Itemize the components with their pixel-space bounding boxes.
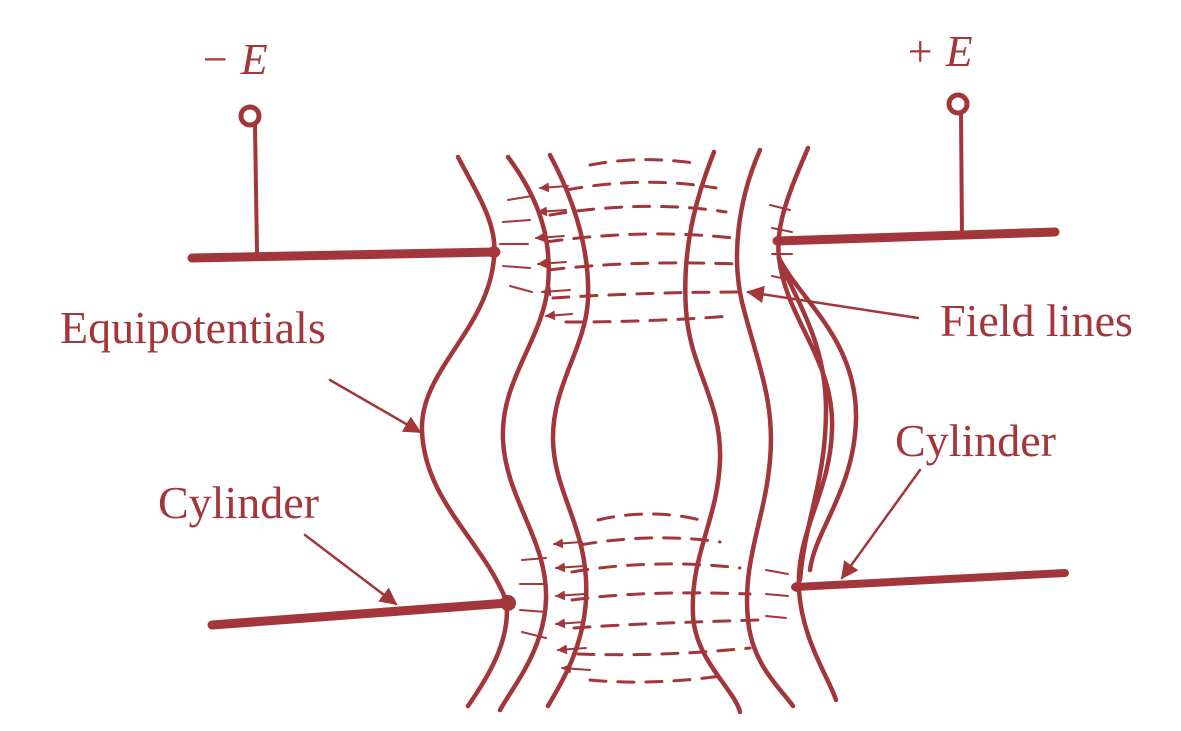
equipotential-line [497, 154, 551, 713]
terminal-lead-negative [253, 123, 259, 255]
equipotentials-pointer-arrow [328, 378, 422, 434]
field-arrows-upper [535, 182, 573, 321]
equipotential-line [776, 145, 839, 703]
equipotential-line [419, 154, 510, 709]
cylinder-lower-left [207, 598, 513, 630]
field-lines-label: Field lines [940, 295, 1133, 346]
equipotential-line [776, 255, 829, 583]
field-lines-pointer-arrow [746, 285, 920, 320]
terminal-negative-icon [238, 104, 262, 128]
equipotential-line [776, 255, 859, 573]
terminal-negative-label: − E [200, 35, 268, 84]
field-lines-lower [570, 512, 760, 684]
cylinder-right-pointer-arrow [840, 468, 922, 580]
field-line-tails [499, 195, 793, 293]
terminal-positive-icon [946, 92, 970, 116]
equipotentials-label: Equipotentials [60, 302, 326, 353]
cylinder-upper-right [772, 227, 1060, 246]
field-arrows-lower [553, 538, 591, 674]
equipotential-line [734, 147, 796, 709]
field-lines-upper [544, 158, 744, 324]
terminal-lead-positive [959, 111, 964, 239]
field-line-tails [519, 557, 789, 639]
terminal-positive-label: + E [905, 27, 973, 76]
cylinder-right-label: Cylinder [895, 415, 1056, 466]
cylinder-left-pointer-arrow [303, 533, 398, 606]
equipotential-line [683, 149, 743, 715]
cylinder-lower-right [791, 569, 1069, 591]
cylinder-upper-left [187, 247, 501, 263]
cylinder-left-label: Cylinder [158, 477, 319, 528]
